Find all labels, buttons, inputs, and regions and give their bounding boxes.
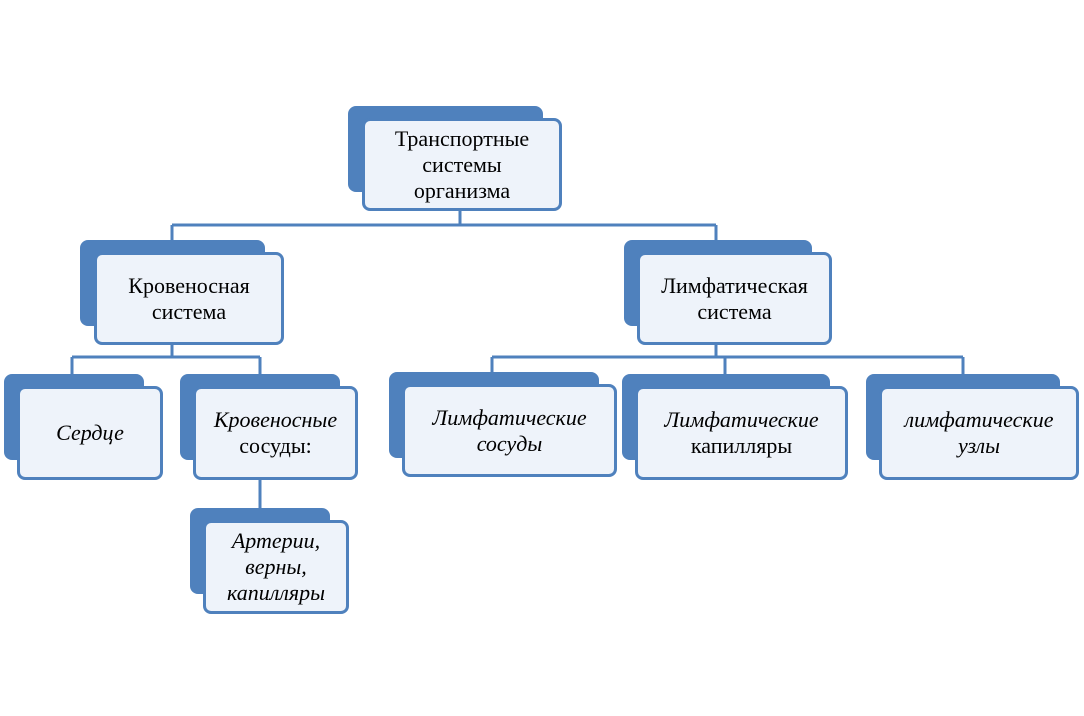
node-label-line: Кровеносная [128,272,250,298]
node-label-line: системы [422,151,502,177]
node-label-line: сосуды [476,430,543,456]
node-lymph-capillaries-box: Лимфатические капилляры [635,386,848,480]
node-arteries-box: Артерии, верны, капилляры [203,520,349,614]
node-label-line: Кровеносные [213,407,338,432]
node-lymph-system-box: Лимфатическая система [637,252,832,345]
node-heart-box: Сердце [17,386,163,480]
node-label-line: система [697,298,772,324]
node-label-line: система [151,298,227,324]
node-blood-system-box: Кровеносная система [94,252,284,345]
node-label-line: капилляры [226,580,326,605]
node-label-line: узлы [957,433,1000,458]
node-label-line: капилляры [690,433,793,458]
node-blood-vessels-box: Кровеносные сосуды: [193,386,358,480]
node-lymph-nodes-box: лимфатические узлы [879,386,1079,480]
node-label-line: Лимфатическая [661,272,808,298]
node-label-line: Сердце [56,420,124,445]
node-label-line: организма [413,177,511,203]
node-label-line: верны, [245,554,307,579]
node-lymph-vessels-box: Лимфатические сосуды [402,384,617,477]
node-label-line: сосуды: [239,433,312,458]
node-transport-systems-box: Транспортные системы организма [362,118,562,211]
node-label-line: Лимфатические [664,407,819,432]
node-label-line: Транспортные [394,125,530,151]
node-label-line: Лимфатические [432,404,587,430]
node-label-line: Артерии, [231,528,321,553]
node-label-line: лимфатические [904,407,1054,432]
